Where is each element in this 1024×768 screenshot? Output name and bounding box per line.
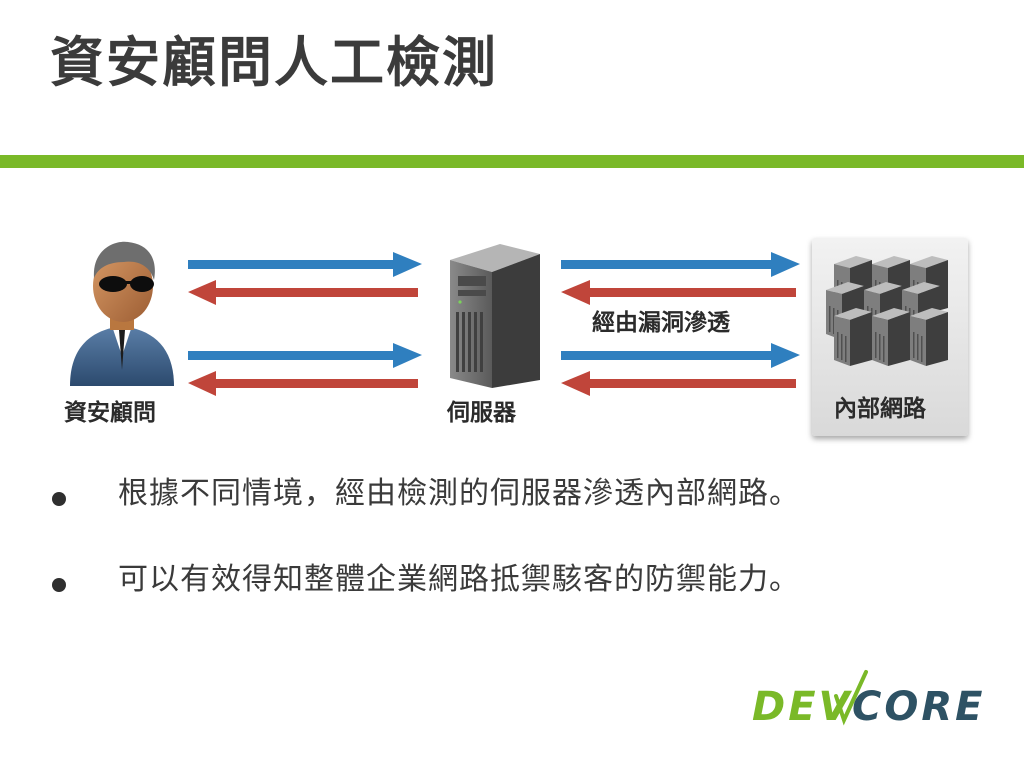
- arrow-from-server-2: [188, 371, 418, 396]
- consultant-icon: [70, 241, 174, 386]
- server-label: 伺服器: [447, 400, 516, 426]
- bullet-dot: [52, 492, 66, 506]
- internal-network-label: 內部網路: [834, 396, 926, 422]
- devcore-logo: DEV CORE: [748, 668, 982, 730]
- bullet-dot: [52, 578, 66, 592]
- arrow-to-server-2: [188, 343, 422, 368]
- logo-left: DEV: [752, 684, 853, 730]
- arrow-to-server-1: [188, 252, 422, 277]
- logo-right: CORE: [852, 684, 986, 730]
- server-icon: [450, 244, 540, 388]
- logo-mark: [834, 670, 868, 726]
- arrow-from-server-1: [188, 280, 418, 305]
- bullet-text: 根據不同情境，經由檢測的伺服器滲透內部網路。: [118, 476, 800, 511]
- arrow-from-network-1: [561, 280, 796, 305]
- arrow-from-network-2: [561, 371, 796, 396]
- title-divider: [0, 155, 1024, 168]
- arrow-to-network-1: [561, 252, 800, 277]
- arrow-to-network-2: [561, 343, 800, 368]
- consultant-label: 資安顧問: [64, 400, 156, 426]
- bullet-text: 可以有效得知整體企業網路抵禦駭客的防禦能力。: [118, 562, 800, 597]
- slide-title: 資安顧問人工檢測: [50, 31, 498, 94]
- flow-diagram: 資安顧問 伺服器 經由漏洞滲透 內部網路: [0, 230, 1024, 440]
- server-cluster-icon: [826, 256, 948, 366]
- arrows-layer: [188, 252, 800, 396]
- internal-network-panel: 內部網路: [812, 238, 968, 436]
- penetration-label: 經由漏洞滲透: [592, 310, 730, 336]
